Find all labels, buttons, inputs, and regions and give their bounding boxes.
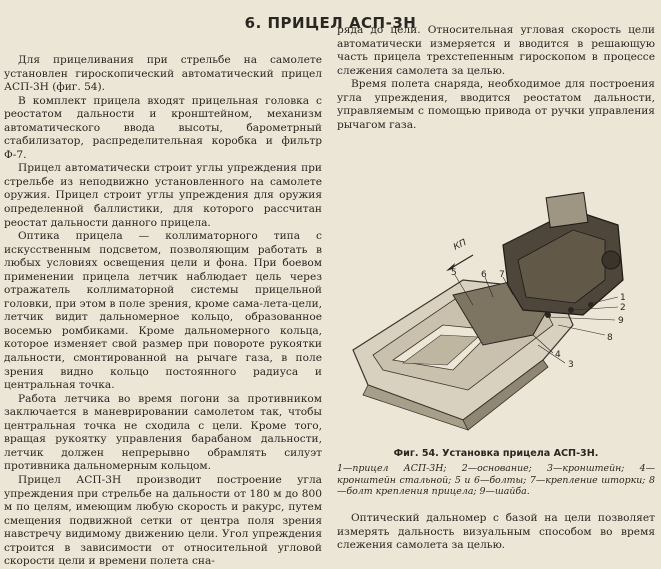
callout-number: 3 <box>568 360 574 370</box>
callout-number: 1 <box>620 293 626 303</box>
paragraph: Прицел автоматически строит углы упрежде… <box>4 162 322 229</box>
bolt <box>588 302 594 308</box>
paragraph: ряда до цели. Относительная угловая скор… <box>337 24 655 77</box>
callout-number: 9 <box>618 316 624 326</box>
callout-number: 7 <box>499 270 505 280</box>
plate-side <box>462 359 549 431</box>
callout-number: 5 <box>451 268 457 278</box>
paragraph: Оптический дальномер с базой на цели поз… <box>337 512 655 551</box>
right-column: ряда до цели. Относительная угловая скор… <box>337 24 655 132</box>
paragraph: Работа летчика во время погони за против… <box>4 392 322 473</box>
paragraph: Оптика прицела — коллиматорного типа с и… <box>4 230 323 392</box>
figure-drawing: КП 1 2 3 4 5 6 7 8 9 <box>352 191 626 431</box>
arrow-head <box>446 263 455 271</box>
callout-number: 6 <box>481 270 487 280</box>
paragraph: Время полета снаряда, необходимое для по… <box>337 78 655 131</box>
left-column: Для прицеливания при стрельбе на самолет… <box>4 54 322 569</box>
range-knob <box>601 250 621 270</box>
sight-installation-figure: КП 1 2 3 4 5 6 7 8 9 <box>343 185 643 435</box>
figure-caption-title: Фиг. 54. Установка прицела АСП-3Н. <box>393 448 599 459</box>
figure-caption-legend: 1—прицел АСП-3Н; 2—основание; 3—кронштей… <box>337 463 655 498</box>
bolt <box>545 312 551 318</box>
section-title: 6. ПРИЦЕЛ АСП-3Н <box>244 14 417 32</box>
arrow-label: КП <box>452 238 468 253</box>
callout-number: 4 <box>555 350 561 360</box>
paragraph: Прицел АСП-3Н производит построение угла… <box>4 473 322 568</box>
closing-paragraph-block: Оптический дальномер с базой на цели поз… <box>337 512 655 553</box>
sight-head-face <box>517 229 606 304</box>
paragraph: В комплект прицела входят прицельная гол… <box>4 94 322 161</box>
callout-number: 2 <box>620 303 626 313</box>
paragraph: Для прицеливания при стрельбе на самолет… <box>4 54 322 94</box>
callout-number: 8 <box>607 333 613 343</box>
reflector-glass <box>545 191 589 229</box>
